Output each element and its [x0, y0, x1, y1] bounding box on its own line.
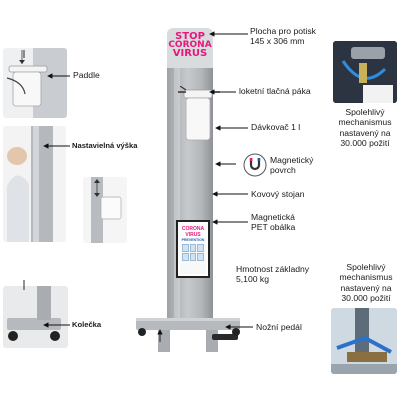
- poster-grid: [182, 244, 204, 261]
- stand-column-highlight: [174, 64, 180, 326]
- label-metal-stand: Kovový stojan: [251, 189, 305, 199]
- height-adjust-illustration-2: [91, 177, 122, 243]
- poster-subtitle: PREVENTION: [181, 238, 205, 242]
- label-foot-pedal: Nožní pedál: [256, 322, 302, 332]
- photo-mechanism-bottom: [331, 308, 397, 374]
- poster-title: CORONA VIRUS: [181, 226, 205, 238]
- wheels-illustration: [7, 286, 61, 341]
- photo-height-adjust: [3, 126, 66, 242]
- height-adjust-illustration: [7, 126, 53, 242]
- sign-line2: CORONA: [168, 40, 212, 50]
- mechanism-top-illustration: [333, 41, 397, 103]
- sign-line1: STOP: [175, 31, 205, 42]
- label-magnetic-surface: Magnetický povrch: [270, 155, 314, 176]
- photo-mechanism-top: [333, 41, 397, 103]
- sign-line3: VIRUS: [172, 48, 208, 60]
- label-dispenser: Dávkovač 1 l: [251, 122, 301, 132]
- stand-base: [136, 318, 240, 352]
- label-print-area: Plocha pro potisk 145 x 306 mm: [250, 26, 316, 47]
- label-elbow-lever: loketní tlačná páka: [239, 86, 311, 96]
- photo-paddle: [3, 48, 67, 118]
- label-magnetic-pet: Magnetická PET obálka: [251, 212, 296, 233]
- paddle-dispenser-illustration: [6, 48, 67, 118]
- label-mechanism-top: Spolehlivý mechanismus nastavený na 30.0…: [338, 107, 392, 149]
- label-mechanism-bottom: Spolehlivý mechanismus nastavený na 30.0…: [339, 262, 393, 304]
- magnet-icon: [243, 153, 267, 177]
- dispenser-with-elbow-lever: [178, 86, 220, 141]
- stop-corona-sign: STOP CORONA VIRUS: [167, 28, 213, 68]
- magnetic-pet-poster: CORONA VIRUS PREVENTION: [176, 220, 210, 278]
- photo-wheels: [3, 286, 68, 348]
- label-wheels: Kolečka: [72, 320, 102, 329]
- label-base-weight: Hmotnost základny 5,100 kg: [236, 264, 310, 285]
- mechanism-bottom-illustration: [331, 308, 397, 374]
- label-paddle: Paddle: [73, 70, 100, 80]
- photo-height-adjust-2: [83, 177, 127, 243]
- label-adjustable-height: Nastavielná výška: [72, 141, 138, 150]
